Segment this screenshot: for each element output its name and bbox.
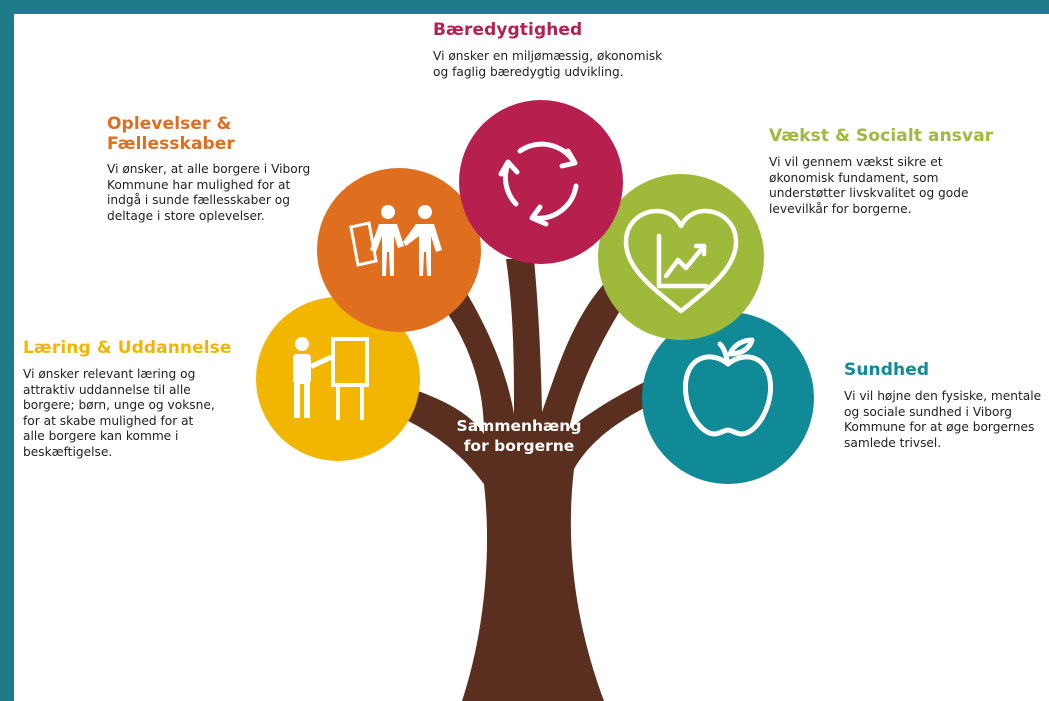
laering-text: Vi ønsker relevant læring og attraktiv u… bbox=[23, 367, 253, 460]
baeredygtighed-line-2: og faglig bæredygtig udvikling. bbox=[433, 64, 624, 79]
sundhed-node bbox=[642, 312, 814, 484]
vaekst-node bbox=[598, 174, 764, 340]
sundhed-title: Sundhed bbox=[844, 360, 930, 380]
sundhed-line-2: og sociale sundhed i Viborg bbox=[844, 404, 1012, 419]
vaekst-text: Vi vil gennem vækst sikre et økonomisk f… bbox=[769, 155, 1039, 217]
laering-line-5: alle borgere kan komme i bbox=[23, 429, 179, 443]
baeredygtighed-block: Bæredygtighed Vi ønsker en miljømæssig, … bbox=[433, 20, 733, 80]
oplevelser-title-line-1: Oplevelser & bbox=[107, 114, 232, 134]
oplevelser-line-2: Kommune har mulighed for at bbox=[107, 177, 291, 192]
sundhed-block: Sundhed Vi vil højne den fysiske, mental… bbox=[844, 360, 1049, 451]
sundhed-circle bbox=[642, 312, 814, 484]
oplevelser-text: Vi ønsker, at alle borgere i Viborg Komm… bbox=[107, 162, 347, 224]
laering-circle bbox=[256, 297, 420, 461]
tree-trunk bbox=[314, 259, 694, 701]
tree-diagram bbox=[256, 100, 814, 701]
laering-line-3: borgere; børn, unge og voksne, bbox=[23, 398, 215, 412]
laering-node bbox=[256, 297, 420, 461]
heart-growth-chart-icon bbox=[623, 208, 739, 314]
baeredygtighed-node bbox=[459, 100, 623, 264]
laering-line-2: attraktiv uddannelse til alle bbox=[23, 382, 191, 397]
people-ticket-icon bbox=[349, 205, 442, 276]
teacher-board-icon bbox=[293, 337, 369, 420]
center-label: Sammenhæng for borgerne bbox=[444, 416, 594, 456]
oplevelser-block: Oplevelser & Fællesskaber Vi ønsker, at … bbox=[107, 114, 347, 224]
baeredygtighed-title: Bæredygtighed bbox=[433, 20, 583, 40]
oplevelser-line-1: Vi ønsker, at alle borgere i Viborg bbox=[107, 162, 311, 176]
baeredygtighed-line-1: Vi ønsker en miljømæssig, økonomisk bbox=[433, 49, 663, 63]
vaekst-circle bbox=[598, 174, 764, 340]
baeredygtighed-circle bbox=[459, 100, 623, 264]
sundhed-line-1: Vi vil højne den fysiske, mentale bbox=[844, 389, 1042, 403]
center-label-line2: for borgerne bbox=[463, 437, 575, 455]
vaekst-title: Vækst & Socialt ansvar bbox=[769, 126, 994, 146]
baeredygtighed-text: Vi ønsker en miljømæssig, økonomisk og f… bbox=[433, 49, 733, 80]
oplevelser-line-4: deltage i store oplevelser. bbox=[107, 208, 265, 223]
oplevelser-circle bbox=[317, 168, 481, 332]
oplevelser-title-line-2: Fællesskaber bbox=[107, 134, 235, 154]
vaekst-line-2: økonomisk fundament, som bbox=[769, 170, 939, 185]
laering-line-1: Vi ønsker relevant læring og bbox=[23, 367, 196, 381]
oplevelser-title: Oplevelser & Fællesskaber bbox=[107, 114, 347, 154]
vaekst-line-1: Vi vil gennem vækst sikre et bbox=[769, 155, 943, 169]
sundhed-text: Vi vil højne den fysiske, mentale og soc… bbox=[844, 389, 1049, 451]
recycle-arrows-icon bbox=[498, 141, 579, 227]
diagram-canvas: Sammenhæng for borgerne Bæredygtighed Vi… bbox=[14, 14, 1049, 701]
sundhed-line-3: Kommune for at øge borgernes bbox=[844, 420, 1035, 434]
oplevelser-line-3: indgå i sunde fællesskaber og bbox=[107, 193, 290, 207]
laering-block: Læring & Uddannelse Vi ønsker relevant l… bbox=[23, 338, 253, 460]
vaekst-line-4: levevilkår for borgerne. bbox=[769, 201, 912, 216]
vaekst-line-3: understøtter livskvalitet og gode bbox=[769, 186, 969, 200]
sundhed-line-4: samlede trivsel. bbox=[844, 435, 942, 450]
center-label-line1: Sammenhæng bbox=[456, 417, 582, 435]
vaekst-block: Vækst & Socialt ansvar Vi vil gennem væk… bbox=[769, 126, 1039, 217]
laering-line-4: for at skabe mulighed for at bbox=[23, 413, 194, 428]
oplevelser-node bbox=[317, 168, 481, 332]
apple-icon bbox=[682, 337, 774, 437]
laering-line-6: beskæftigelse. bbox=[23, 444, 113, 459]
laering-title: Læring & Uddannelse bbox=[23, 338, 232, 358]
